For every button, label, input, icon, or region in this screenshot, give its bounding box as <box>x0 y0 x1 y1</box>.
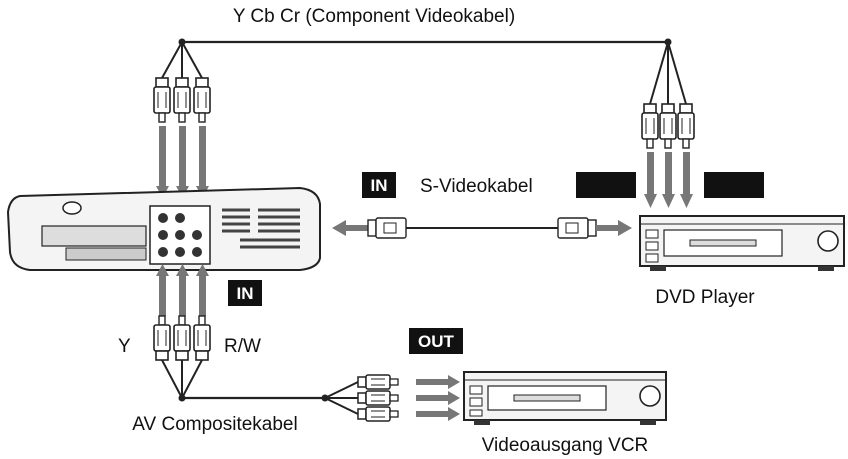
svideo-plug-icon <box>557 217 597 239</box>
rca-plug-icon <box>153 77 211 123</box>
redaction-box <box>704 172 764 198</box>
dvd-player-label: DVD Player <box>655 287 755 308</box>
out-badge-vcr: OUT <box>409 328 463 354</box>
redaction-box <box>576 172 636 198</box>
rw-label: R/W <box>224 336 261 357</box>
y-label: Y <box>118 336 131 357</box>
svg-text:IN: IN <box>371 176 388 195</box>
dvd-player-icon <box>639 215 845 271</box>
arrow-icon <box>416 375 460 421</box>
in-badge-svideo: IN <box>362 172 396 198</box>
arrow-icon <box>156 264 209 316</box>
arrow-icon <box>156 126 209 198</box>
svideo-cable-label: S-Videokabel <box>420 176 533 197</box>
component-cable <box>153 38 695 149</box>
svg-text:OUT: OUT <box>418 332 455 351</box>
rca-plug-icon <box>357 374 399 422</box>
vcr-label: Videoausgang VCR <box>482 435 649 456</box>
rca-plug-icon <box>153 315 211 361</box>
svideo-cable <box>332 217 632 239</box>
composite-cable-label: AV Compositekabel <box>132 414 297 435</box>
arrow-icon <box>644 152 693 208</box>
vcr-icon <box>463 371 667 425</box>
rca-plug-icon <box>641 103 695 149</box>
composite-cable <box>153 315 399 422</box>
svg-text:IN: IN <box>237 284 254 303</box>
in-badge-av: IN <box>228 280 262 306</box>
svideo-plug-icon <box>367 217 407 239</box>
component-cable-label: Y Cb Cr (Component Videokabel) <box>233 6 515 27</box>
projector-icon <box>6 186 321 271</box>
